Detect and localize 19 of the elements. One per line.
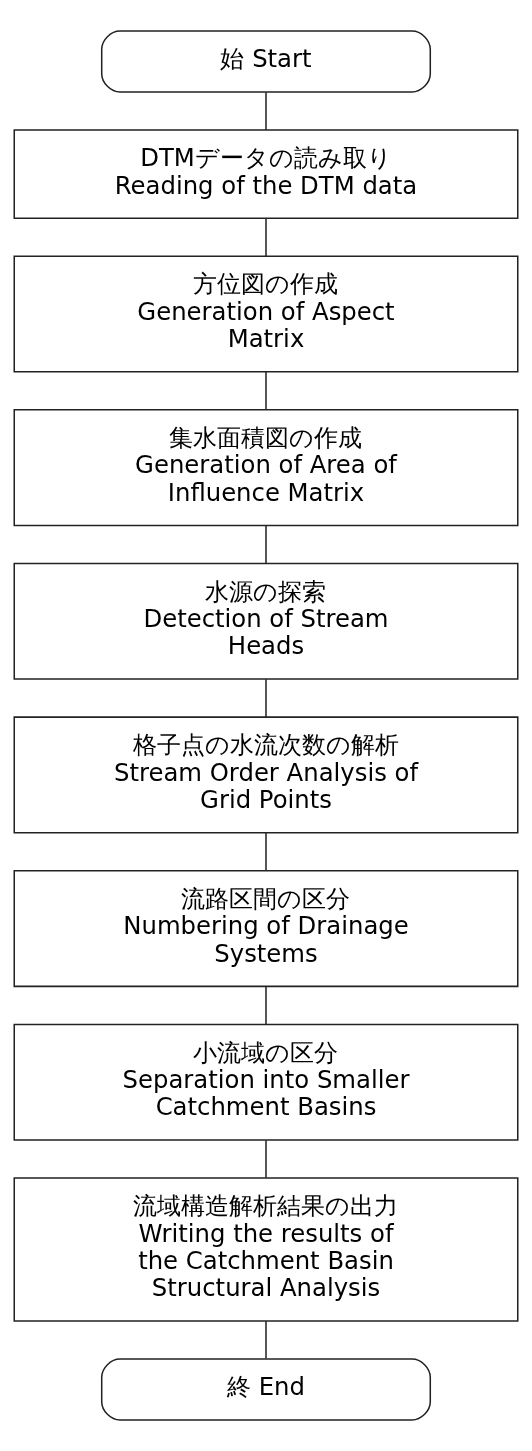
- node-box: 流域構造解析結果の出力 Writing the results of the Catchment Basin Structural Analysis: [13, 1177, 519, 1322]
- node-box: 集水面積図の作成 Generation of Area of Influence Matrix: [13, 409, 519, 527]
- node-box: 始 Start: [100, 30, 432, 93]
- node-box: 流路区間の区分 Numbering of Drainage Systems: [13, 870, 519, 988]
- connector: [265, 1139, 267, 1179]
- connector: [265, 678, 267, 718]
- node-box: 水源の探索 Detection of Stream Heads: [13, 562, 519, 680]
- node-box: 方位図の作成 Generation of Aspect Matrix: [13, 255, 519, 373]
- connector: [265, 524, 267, 565]
- node-box: DTMデータの読み取り Reading of the DTM data: [13, 129, 519, 219]
- node-box: 終 End: [100, 1358, 432, 1421]
- node-box: 格子点の水流次数の解析 Stream Order Analysis of Grid Points: [13, 716, 519, 834]
- connector: [265, 371, 267, 411]
- connector: [265, 91, 267, 131]
- node-box: 小流域の区分 Separation into Smaller Catchment Basins: [13, 1023, 519, 1141]
- connector: [265, 1320, 267, 1360]
- connector: [265, 832, 267, 872]
- connector: [265, 218, 267, 257]
- connector: [265, 985, 267, 1026]
